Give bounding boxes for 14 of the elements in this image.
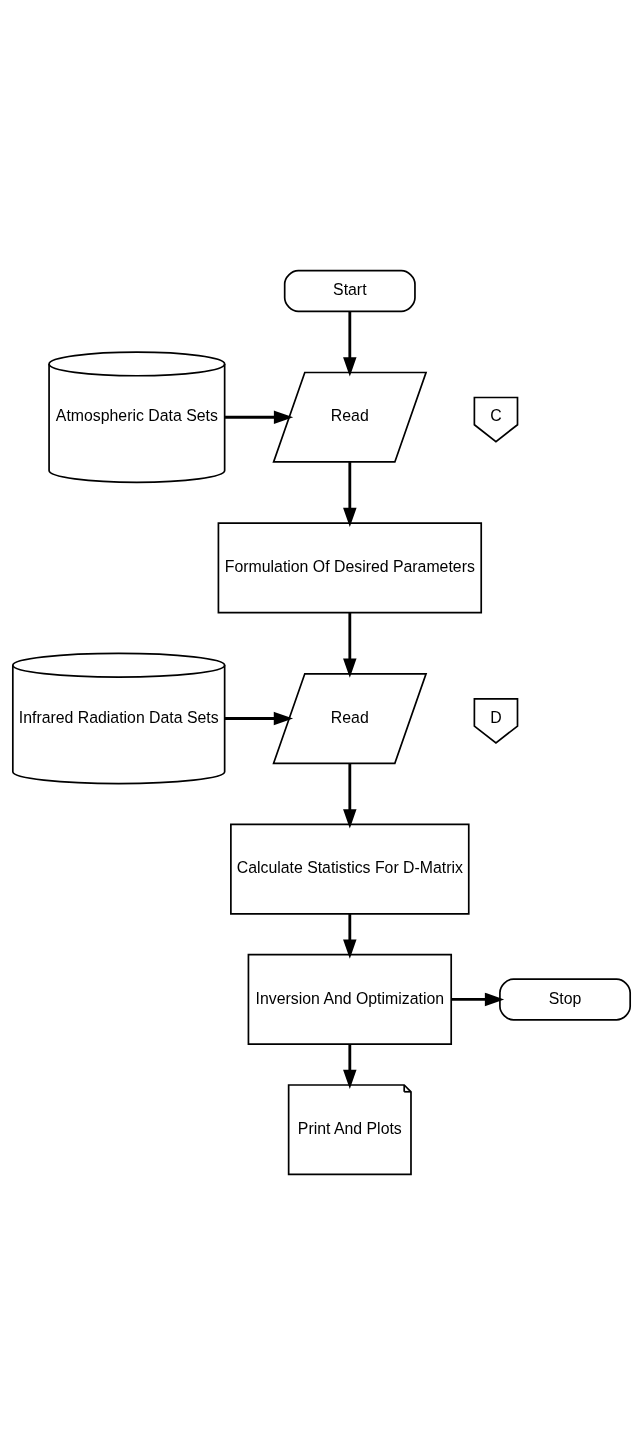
arrow	[343, 612, 357, 678]
arrow	[343, 310, 357, 376]
node-box: Inversion And Optimization	[247, 953, 453, 1045]
arrow	[224, 711, 294, 725]
node-box: Calculate Statistics For D-Matrix	[230, 823, 470, 915]
arrow	[225, 409, 294, 424]
node-box: Start	[283, 269, 416, 312]
arrow	[451, 992, 505, 1006]
node-box: Formulation Of Desired Parameters	[217, 521, 483, 613]
node-box: Stop	[499, 977, 632, 1021]
arrow	[343, 461, 357, 527]
arrow	[343, 1043, 357, 1089]
arrow	[343, 913, 357, 959]
arrow	[343, 762, 357, 828]
